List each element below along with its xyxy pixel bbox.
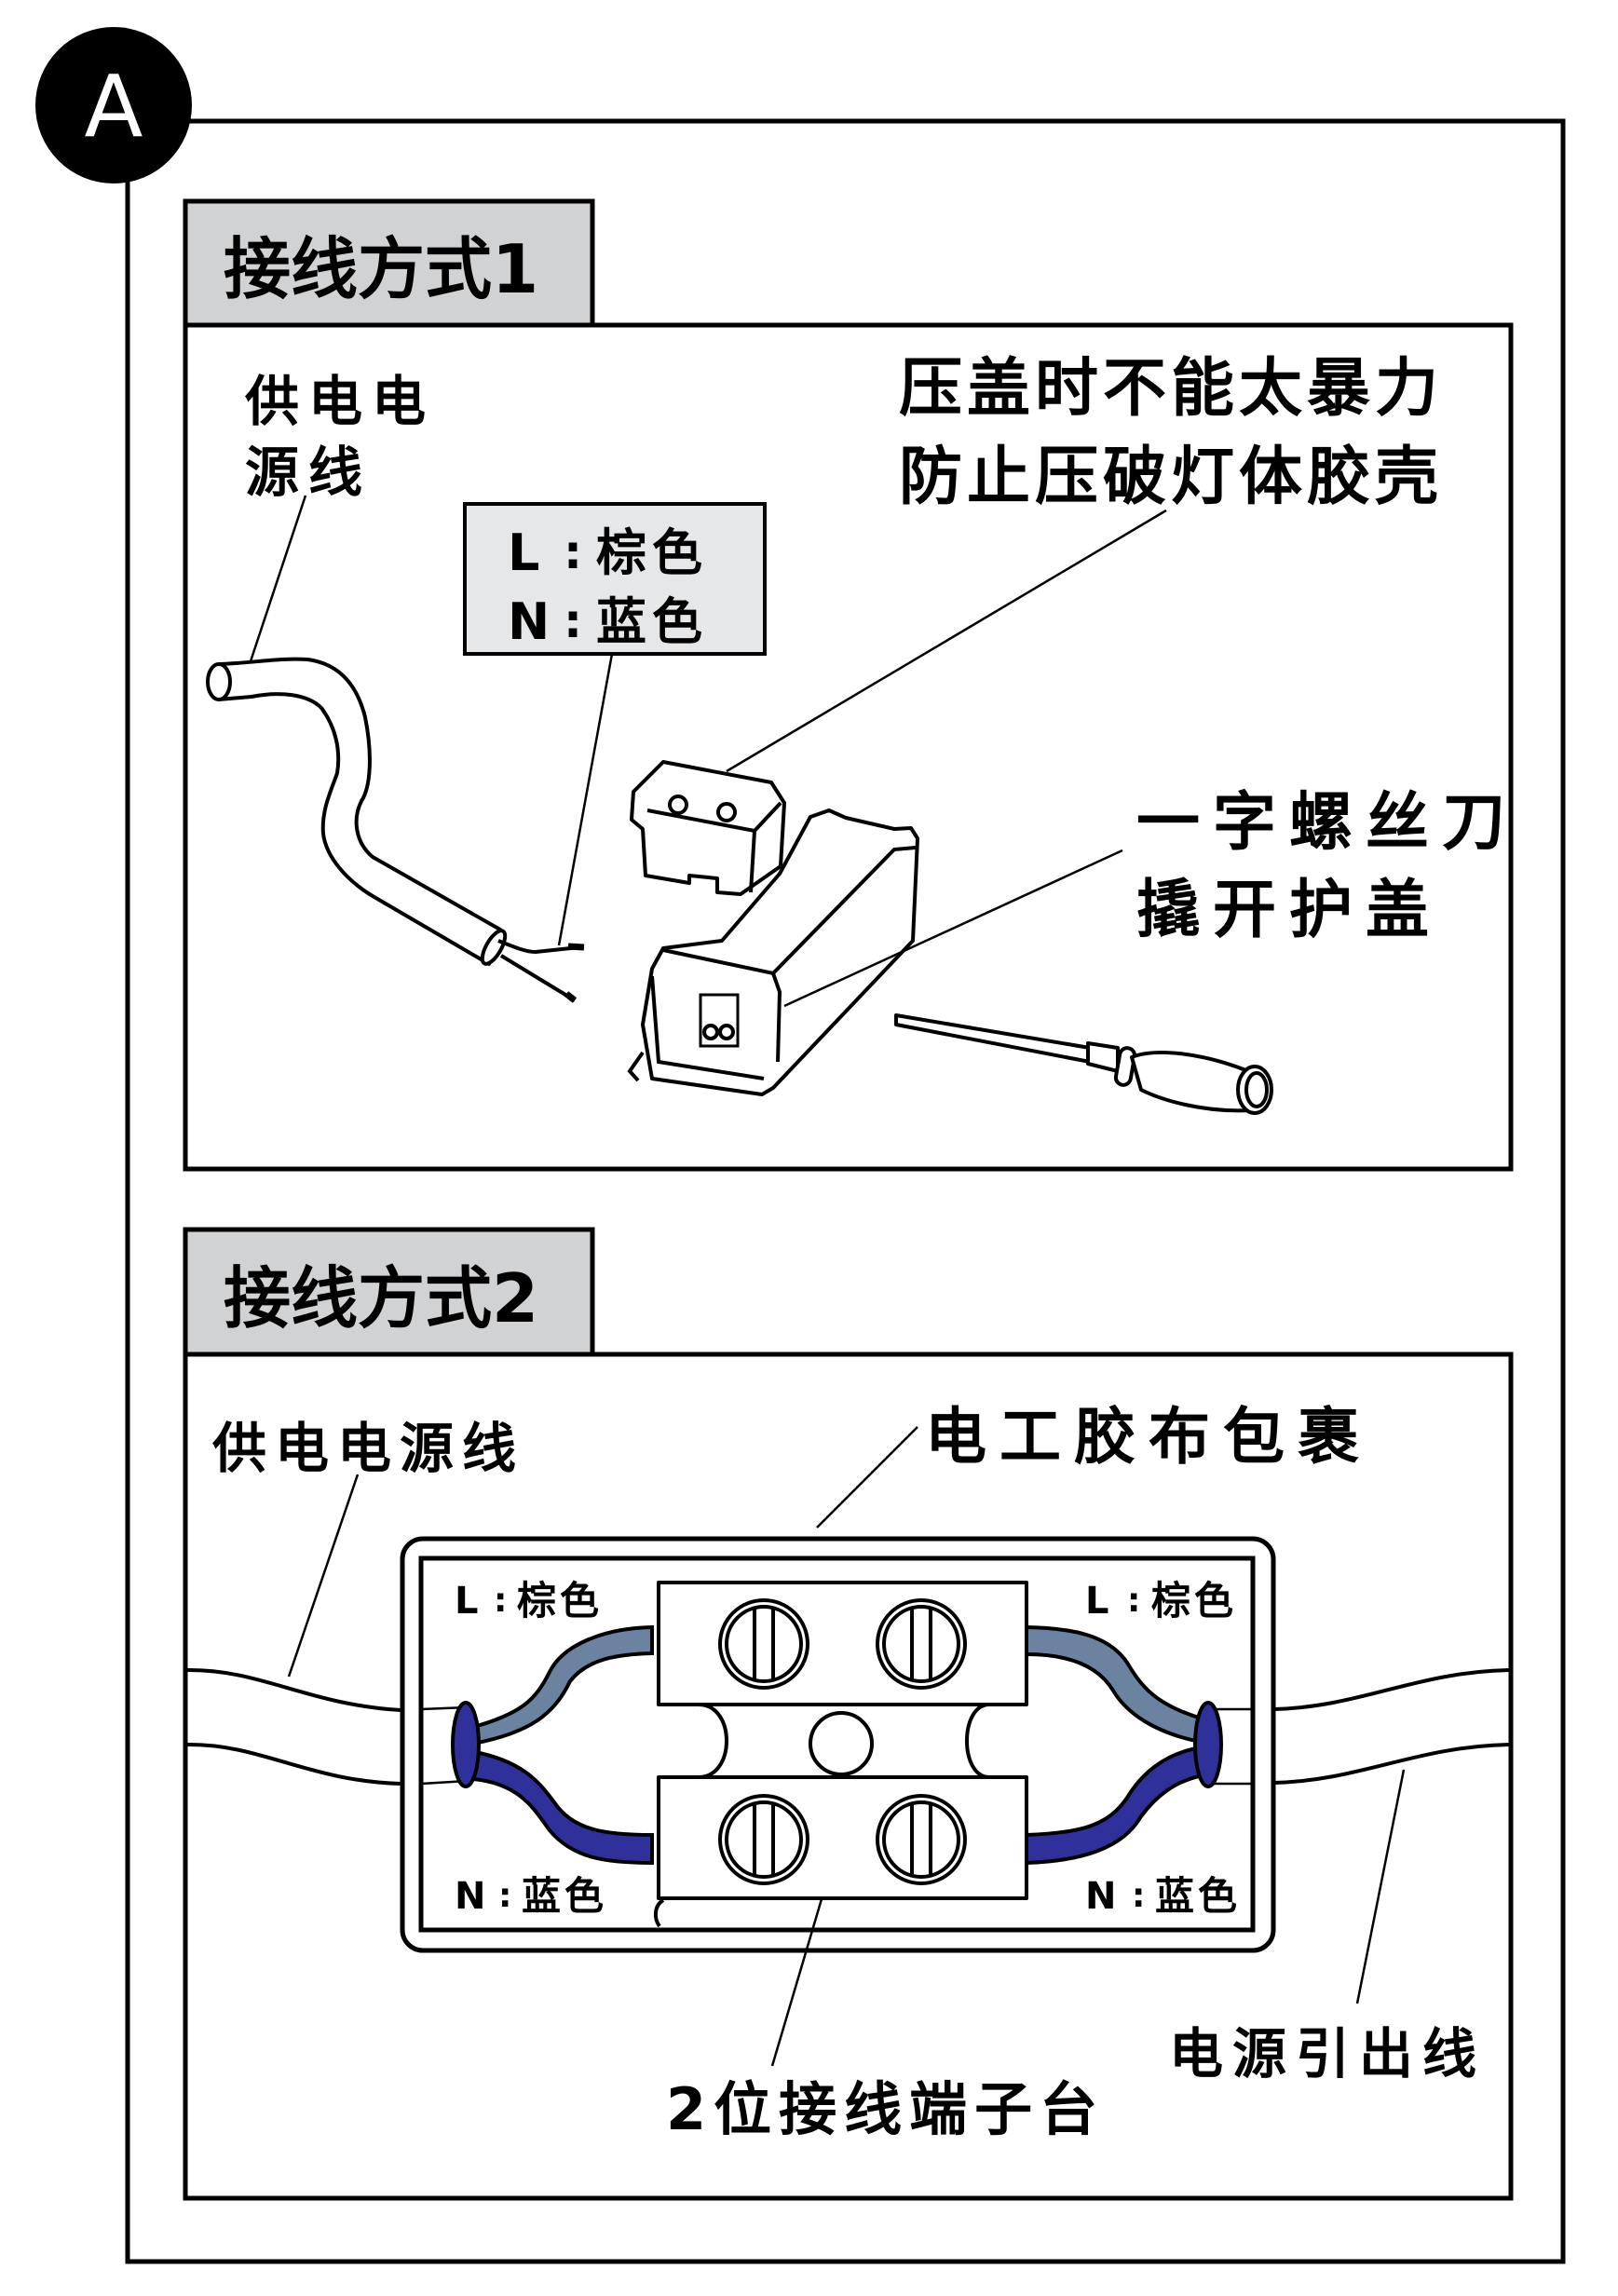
screwdriver-note-line2: 撬开护盖 <box>1136 874 1442 947</box>
method1-section: 接线方式1 供电电 源线 L : 棕色 N : 蓝色 <box>183 198 1518 1172</box>
wire-color-legend <box>463 502 767 656</box>
wire-code: N <box>1085 1875 1116 1918</box>
terminal-block-icon <box>653 1581 1028 1928</box>
wire-separator: : <box>498 1877 511 1915</box>
method2-panel <box>183 1352 1514 2201</box>
badge-letter: A <box>85 57 143 156</box>
legend-row-L: L : 棕色 <box>508 523 708 582</box>
wire-color: 棕色 <box>517 1578 603 1624</box>
method1-supply-label-line2: 源线 <box>245 441 372 504</box>
legend-code: N <box>508 592 550 651</box>
left-neutral-wire <box>451 1701 654 1866</box>
legend-separator: : <box>564 525 582 579</box>
outer-frame <box>125 118 1566 2264</box>
right-live-wire <box>1025 1624 1204 1745</box>
power-cable-icon <box>206 657 585 1003</box>
supply-label-pointer <box>248 495 307 665</box>
screwdriver-note-line1: 一字螺丝刀 <box>1136 786 1518 860</box>
left-label-N: N : 蓝色 <box>455 1873 607 1919</box>
tape-pointer <box>816 1426 918 1528</box>
screw-icon <box>718 1794 809 1885</box>
wire-color: 棕色 <box>1151 1578 1237 1624</box>
method2-title: 接线方式2 <box>224 1259 538 1338</box>
supply-cable-label: 供电电源线 <box>211 1417 524 1480</box>
electrical-tape-wrap <box>400 1536 1276 1953</box>
right-neutral-wire <box>1025 1701 1223 1866</box>
warning-pointer <box>726 509 1167 773</box>
left-label-L: L : 棕色 <box>455 1578 603 1624</box>
legend-pointer <box>557 653 614 946</box>
right-label-L: L : 棕色 <box>1085 1578 1237 1624</box>
wire-code: L <box>455 1580 479 1623</box>
legend-row-N: N : 蓝色 <box>508 592 708 651</box>
legend-code: L <box>508 523 539 582</box>
tape-label: 电工胶布包裹 <box>925 1401 1372 1473</box>
method2-title-box <box>183 1227 595 1357</box>
mounting-hole <box>809 1711 874 1776</box>
terminal-label: 2位接线端子台 <box>666 2075 1105 2143</box>
screw-icon <box>876 1794 967 1885</box>
wire-code: N <box>455 1875 485 1918</box>
supply-cable-icon <box>186 1667 469 1786</box>
method1-supply-label-line1: 供电电 <box>244 370 435 433</box>
section-badge: A <box>35 27 192 183</box>
method2-section: 接线方式2 供电电源线 电工胶布包裹 2位接线端子台 电源引出线 <box>183 1227 1514 2201</box>
warning-line2: 防止压破灯体胶壳 <box>899 441 1443 514</box>
warning-line1: 压盖时不能太暴力 <box>899 352 1443 426</box>
flathead-screwdriver-icon <box>894 1013 1273 1115</box>
method1-title: 接线方式1 <box>224 230 538 308</box>
legend-separator: : <box>564 594 582 648</box>
wire-separator: : <box>1132 1877 1145 1915</box>
output-cable-pointer <box>1355 1769 1406 2004</box>
right-label-N: N : 蓝色 <box>1085 1873 1241 1919</box>
wire-separator: : <box>494 1582 507 1620</box>
supply-cable-pointer <box>287 1474 360 1678</box>
wire-color: 蓝色 <box>1155 1873 1241 1919</box>
screwdriver-pointer <box>783 849 1123 1008</box>
screw-icon <box>876 1598 967 1690</box>
output-cable-label: 电源引出线 <box>1169 2022 1486 2085</box>
tape-inner-outline <box>418 1556 1256 1933</box>
method1-panel <box>183 322 1514 1172</box>
badge-circle-icon <box>35 27 192 183</box>
wire-color: 蓝色 <box>522 1873 607 1919</box>
method1-title-box <box>183 198 595 328</box>
screw-icon <box>718 1598 809 1690</box>
wire-separator: : <box>1127 1582 1140 1620</box>
legend-color: 蓝色 <box>596 592 708 651</box>
left-live-wire <box>468 1624 654 1746</box>
wire-code: L <box>1085 1580 1109 1623</box>
terminal-cover-icon <box>630 760 786 896</box>
legend-color: 棕色 <box>596 523 708 582</box>
driver-box-icon <box>627 808 919 1096</box>
